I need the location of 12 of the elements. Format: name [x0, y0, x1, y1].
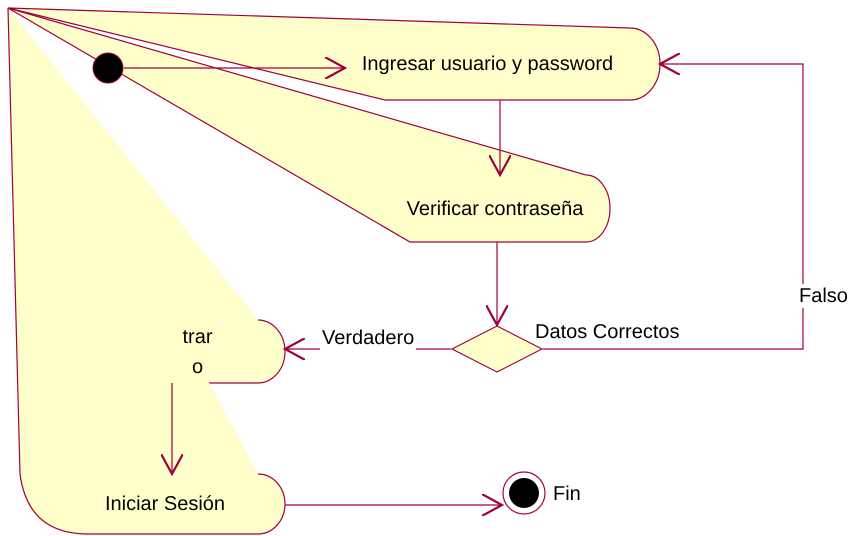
arrow — [160, 383, 184, 476]
activity-label: Verificar contraseña — [406, 196, 584, 222]
arrow — [285, 492, 504, 518]
arrow — [488, 100, 512, 176]
arrow — [543, 52, 804, 350]
arrow — [484, 242, 510, 326]
activity-label: Ingresar usuario y password — [362, 52, 614, 77]
activity-label: Iniciar Sesión — [104, 492, 226, 517]
node-caption: Datos Correctos — [535, 320, 680, 344]
node-caption: Fin — [553, 482, 581, 506]
activity-label: trar o — [182, 324, 214, 380]
arrow — [124, 56, 346, 80]
